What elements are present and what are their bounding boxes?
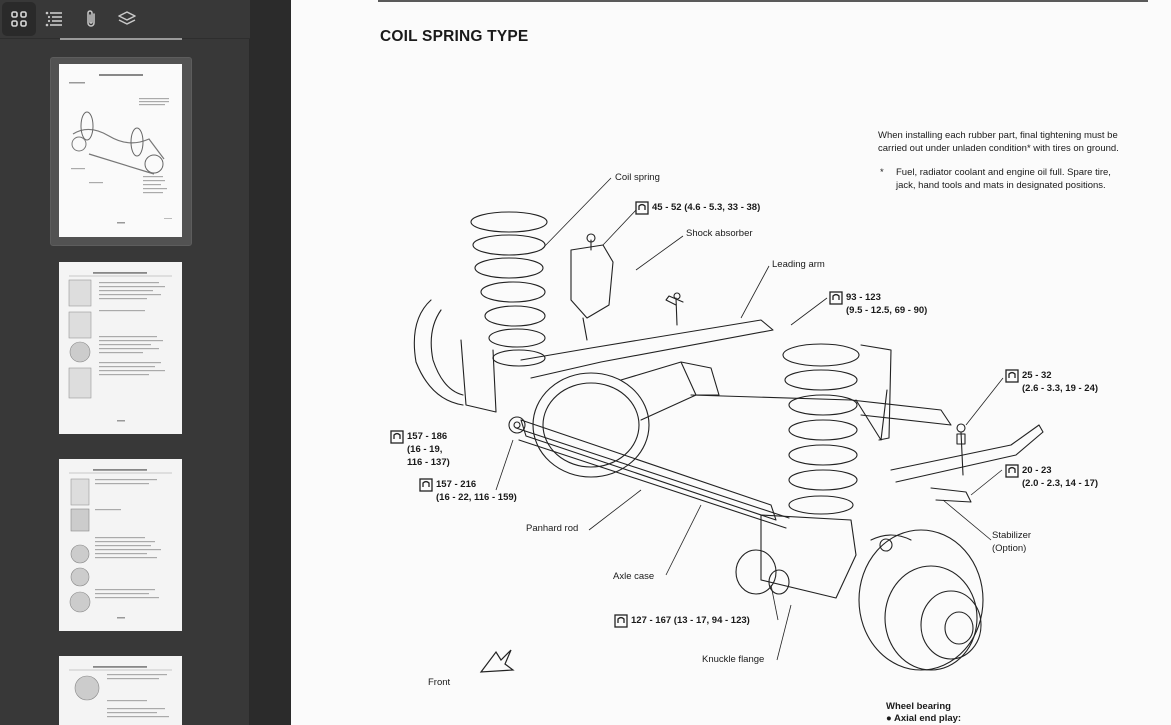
thumbnail-page-3[interactable] [59,459,182,631]
torque-value-4: 157 - 186 (16 - 19, 116 - 137) [407,430,450,469]
note-bullet-text: Fuel, radiator coolant and engine oil fu… [896,167,1111,191]
torque-value-6-line1: 20 - 23 [1022,465,1052,476]
label-panhard-rod: Panhard rod [526,523,579,534]
torque-callout-7: 127 - 167 (13 - 17, 94 - 123) [614,614,750,628]
torque-value-6: 20 - 23 (2.0 - 2.3, 14 - 17) [1022,464,1098,490]
outline-view-button[interactable] [37,2,71,36]
torque-value-3: 25 - 32 (2.6 - 3.3, 19 - 24) [1022,369,1098,395]
torque-callout-4: 157 - 186 (16 - 19, 116 - 137) [390,430,450,469]
list-icon [45,11,62,27]
torque-wrench-icon [1005,464,1019,478]
thumbnails-view-button[interactable] [2,2,36,36]
torque-value-2-line2: (9.5 - 12.5, 69 - 90) [846,305,928,316]
page-preview-icon [68,272,172,422]
viewer-gutter [250,0,291,725]
torque-wrench-icon [390,430,404,444]
previous-thumbnail-edge [60,38,182,40]
left-coil-spring [470,211,548,367]
torque-value-7: 127 - 167 (13 - 17, 94 - 123) [631,615,750,626]
torque-value-5-line1: 157 - 216 [436,479,477,490]
torque-value-3-line1: 25 - 32 [1022,370,1052,381]
front-arrow-icon [479,649,515,673]
wheel-bearing-heading: Wheel bearing [886,701,951,712]
grid-icon [11,11,27,27]
installation-note: When installing each rubber part, final … [878,130,1119,154]
suspension-diagram [413,177,1044,673]
label-axle-case: Axle case [613,571,655,582]
label-stabilizer-option: (Option) [992,543,1027,554]
torque-callout-2: 93 - 123 (9.5 - 12.5, 69 - 90) [829,291,927,317]
torque-callout-6: 20 - 23 (2.0 - 2.3, 14 - 17) [1005,464,1098,490]
torque-callout-5: 157 - 216 (16 - 22, 116 - 159) [419,478,517,504]
thumbnail-page-2[interactable] [59,262,182,434]
torque-value-5: 157 - 216 (16 - 22, 116 - 159) [436,478,517,504]
page-top-rule [378,0,1148,2]
torque-value-1: 45 - 52 (4.6 - 5.3, 33 - 38) [652,202,761,213]
note-asterisk: * [880,167,884,178]
page-preview-icon [69,74,172,224]
attachments-view-button[interactable] [74,2,108,36]
right-coil-spring [782,343,860,515]
thumbnail-page-1-image[interactable] [59,64,182,237]
label-coil-spring: Coil spring [615,172,660,183]
label-stabilizer: Stabilizer [992,530,1032,541]
layers-view-button[interactable] [110,2,144,36]
page-preview-icon [69,666,172,718]
torque-callout-3: 25 - 32 (2.6 - 3.3, 19 - 24) [1005,369,1098,395]
label-knuckle-flange: Knuckle flange [702,654,765,665]
sidebar-toolbar [0,0,250,39]
layers-icon [118,11,136,25]
page-preview-icon [69,469,172,619]
torque-callout-1: 45 - 52 (4.6 - 5.3, 33 - 38) [635,201,760,215]
label-leading-arm: Leading arm [772,259,825,270]
wheel-bearing-item: ● Axial end play: [886,713,962,724]
page-title: COIL SPRING TYPE [380,28,529,45]
thumbnail-page-4[interactable] [59,656,182,725]
torque-wrench-icon [635,201,649,215]
torque-value-4-line1: 157 - 186 [407,431,448,442]
torque-value-3-line2: (2.6 - 3.3, 19 - 24) [1022,383,1099,394]
thumbnail-sidebar [0,0,250,725]
torque-value-6-line2: (2.0 - 2.3, 14 - 17) [1022,478,1099,489]
paperclip-icon [87,10,95,27]
torque-wrench-icon [614,614,628,628]
torque-wrench-icon [1005,369,1019,383]
torque-value-2: 93 - 123 (9.5 - 12.5, 69 - 90) [846,291,927,317]
torque-value-4-line2: (16 - 19, [407,444,443,455]
torque-wrench-icon [419,478,433,492]
torque-value-5-line2: (16 - 22, 116 - 159) [436,492,517,503]
document-page[interactable]: COIL SPRING TYPE When installing each ru… [291,0,1171,725]
label-shock-absorber: Shock absorber [686,228,753,239]
torque-value-2-line1: 93 - 123 [846,292,881,303]
torque-wrench-icon [829,291,843,305]
label-front: Front [428,677,451,688]
torque-value-4-line3: 116 - 137) [407,457,450,468]
